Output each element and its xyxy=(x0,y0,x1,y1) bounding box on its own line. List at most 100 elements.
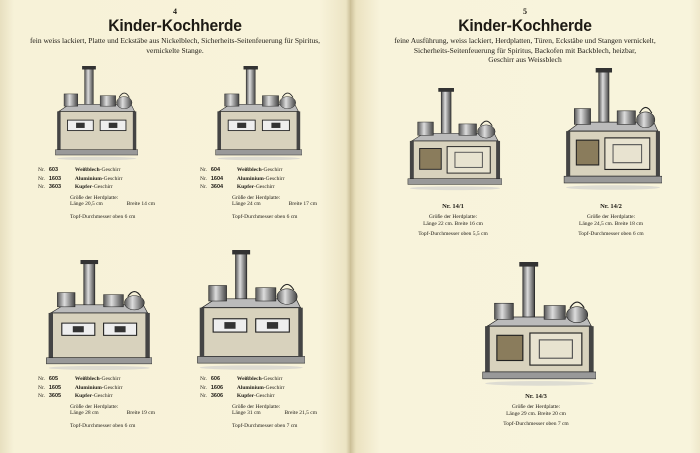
stove-illustration xyxy=(212,66,302,162)
material: Kupfer xyxy=(74,184,92,190)
material-suffix: -Geschirr xyxy=(92,184,113,190)
stove-illustration xyxy=(404,88,502,192)
article-number: Nr. 14/2 xyxy=(600,203,622,210)
material-suffix: -Geschirr xyxy=(99,376,121,382)
article-number: 1605 xyxy=(48,384,62,391)
nr-prefix: Nr. xyxy=(200,175,207,182)
material-suffix: -Geschirr xyxy=(101,384,123,391)
size-label: Größe der Herdplatte: xyxy=(232,403,281,410)
description-line: fein weiss lackiert, Platte und Eckstäbe… xyxy=(29,36,321,45)
material: Weißblech xyxy=(74,376,100,382)
article-number: 1604 xyxy=(210,175,224,182)
material: Aluminium xyxy=(236,384,264,391)
article-number-row: Nr.603 Weißblech-Geschirr xyxy=(38,166,155,175)
article-number: Nr. 14/3 xyxy=(525,393,547,400)
catalog-page-left: 4 Kinder-Kochherde fein weiss lackiert, … xyxy=(0,0,350,453)
article-number: 3606 xyxy=(210,393,224,399)
material-suffix: -Geschirr xyxy=(92,393,113,399)
material-suffix: -Geschirr xyxy=(254,184,275,190)
width: Breite 21,5 cm xyxy=(284,410,317,416)
size-label: Größe der Herdplatte: xyxy=(232,194,281,201)
size-label: Größe der Herdplatte: xyxy=(70,194,119,201)
article-number-row: Nr.3606 Kupfer-Geschirr xyxy=(200,392,317,401)
pot-diameter: Topf-Durchmesser oben 6 cm xyxy=(70,422,136,429)
nr-prefix: Nr. xyxy=(38,167,45,173)
pot-diameter: Topf-Durchmesser oben 7 cm xyxy=(232,422,298,429)
page-description: feine Ausführung, weiss lackiert, Herdpl… xyxy=(350,36,700,65)
material: Weißblech xyxy=(236,167,262,173)
article-number: 1603 xyxy=(48,175,62,182)
pot-diameter: Topf-Durchmesser oben 5,5 cm xyxy=(418,231,488,237)
material: Aluminium xyxy=(236,175,264,182)
nr-prefix: Nr. xyxy=(200,184,207,190)
size-label: Größe der Herdplatte: xyxy=(70,403,119,410)
dimensions: Länge 24,5 cm. Breite 18 cm xyxy=(579,221,643,227)
size-label: Größe der Herdplatte: xyxy=(511,404,561,410)
catalog-page-right: 5 Kinder-Kochherde feine Ausführung, wei… xyxy=(350,0,700,453)
pot-diameter: Topf-Durchmesser oben 6 cm xyxy=(578,231,644,237)
size-label: Größe der Herdplatte: xyxy=(586,214,636,220)
stove-illustration xyxy=(42,260,152,372)
article-number: 3605 xyxy=(48,393,62,399)
article-number: 3604 xyxy=(210,184,224,190)
material-suffix: -Geschirr xyxy=(254,393,275,399)
article-number: 606 xyxy=(210,376,221,382)
material-suffix: -Geschirr xyxy=(99,167,121,173)
length: Länge 28 cm xyxy=(70,410,99,416)
material-suffix: -Geschirr xyxy=(263,384,285,391)
length: Länge 20,5 cm xyxy=(70,201,103,207)
description-line: Geschirr aus Weissblech xyxy=(488,55,562,64)
article-number: 3603 xyxy=(48,184,62,190)
material-suffix: -Geschirr xyxy=(261,167,283,173)
stove-illustration xyxy=(193,250,305,372)
nr-prefix: Nr. xyxy=(200,393,207,399)
article-number-row: Nr.1604 Aluminium-Geschirr xyxy=(200,175,317,184)
width: Breite 17 cm xyxy=(288,201,317,207)
length: Länge 24 cm xyxy=(232,201,261,207)
article-number: 603 xyxy=(48,167,59,173)
nr-prefix: Nr. xyxy=(200,167,207,173)
material: Kupfer xyxy=(236,184,254,190)
material-suffix: -Geschirr xyxy=(261,376,283,382)
page-number: 5 xyxy=(523,7,527,16)
description-line: Sicherheits-Seitenfeuerung für Spiritus,… xyxy=(413,45,637,55)
material: Weißblech xyxy=(74,167,100,173)
article-number: 1606 xyxy=(210,384,224,391)
article-number: Nr. 14/1 xyxy=(442,203,464,210)
width: Breite 19 cm xyxy=(126,410,155,416)
size-label: Größe der Herdplatte: xyxy=(428,214,478,220)
page-title: Kinder-Kochherde xyxy=(108,16,242,35)
article-number-row: Nr.1606 Aluminium-Geschirr xyxy=(200,384,317,393)
article-number-row: Nr.3604 Kupfer-Geschirr xyxy=(200,183,317,192)
material: Kupfer xyxy=(236,393,254,399)
material-suffix: -Geschirr xyxy=(263,175,285,182)
page-description: fein weiss lackiert, Platte und Eckstäbe… xyxy=(0,36,350,55)
article-number: 604 xyxy=(210,167,221,173)
stove-illustration xyxy=(478,262,596,388)
dimensions: Länge 29 cm. Breite 20 cm xyxy=(506,411,566,417)
material: Kupfer xyxy=(74,393,92,399)
page-number: 4 xyxy=(173,7,177,16)
material: Aluminium xyxy=(74,384,102,391)
nr-prefix: Nr. xyxy=(200,384,207,391)
stove-illustration xyxy=(560,68,662,192)
material: Aluminium xyxy=(74,175,102,182)
nr-prefix: Nr. xyxy=(38,175,45,182)
dimensions: Länge 22 cm. Breite 16 cm xyxy=(423,221,483,227)
pot-diameter: Topf-Durchmesser oben 6 cm xyxy=(232,213,298,220)
nr-prefix: Nr. xyxy=(38,376,45,382)
nr-prefix: Nr. xyxy=(200,376,207,382)
length: Länge 31 cm xyxy=(232,410,261,416)
